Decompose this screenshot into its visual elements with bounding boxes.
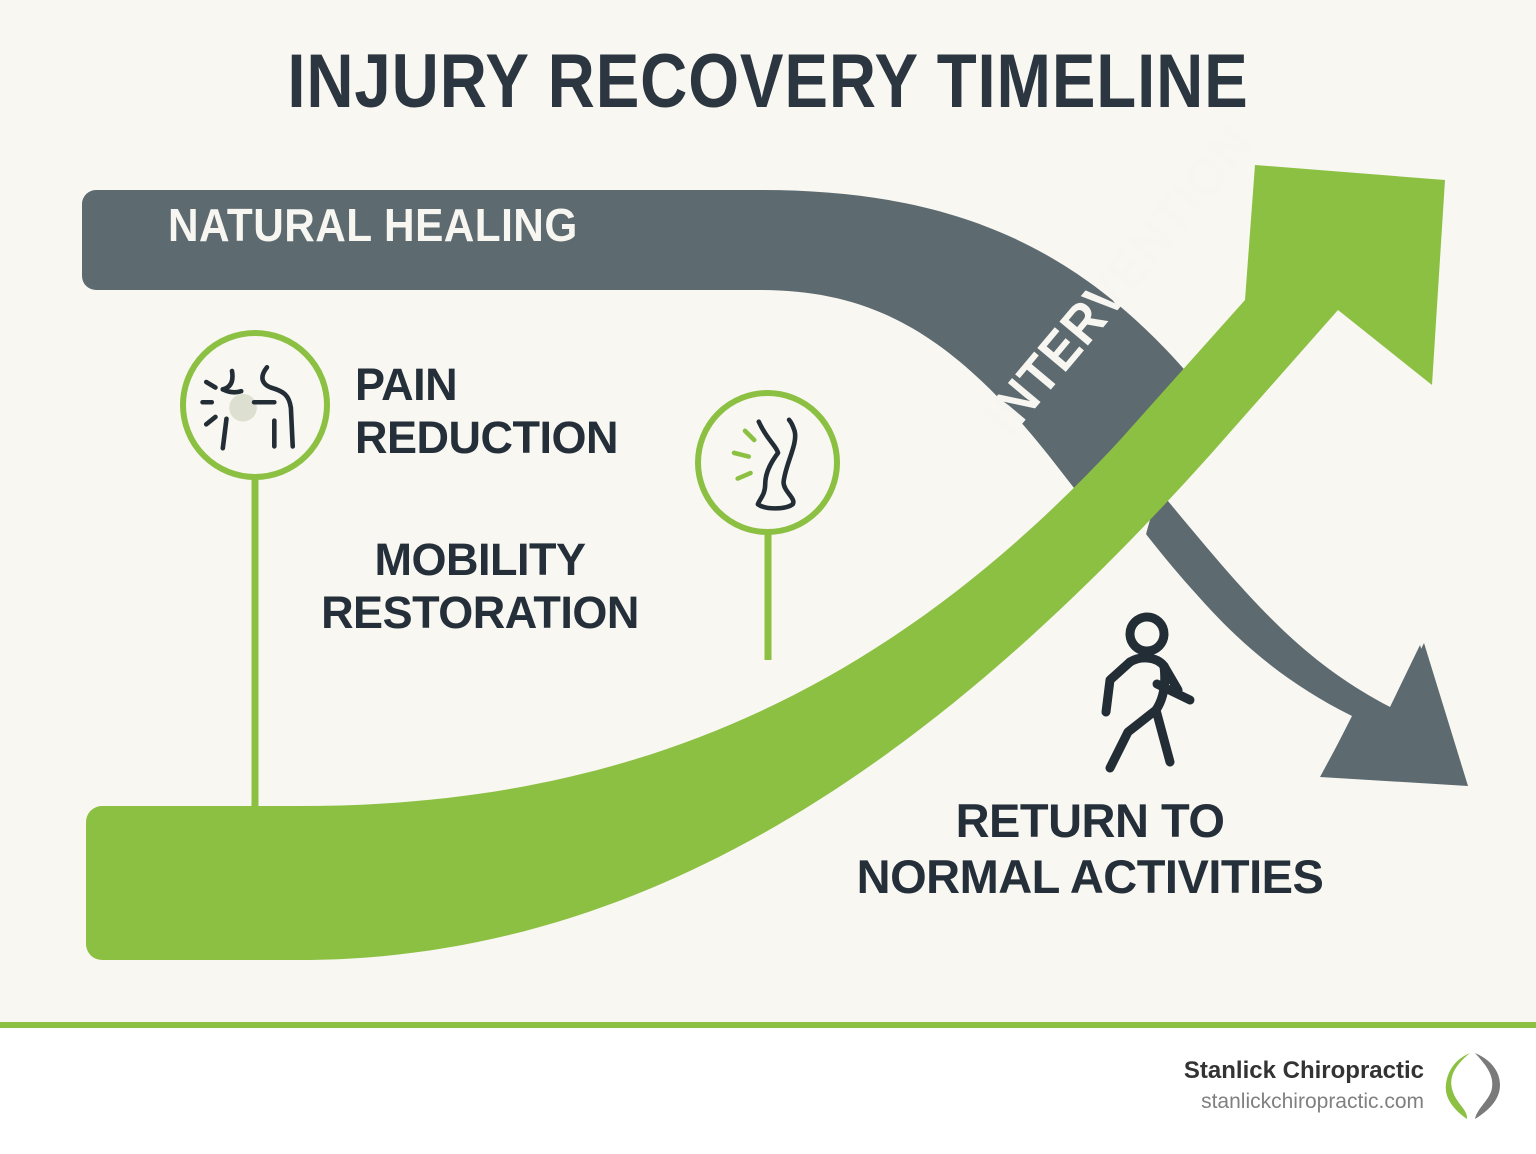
milestone-label-line1: RETURN TO xyxy=(955,794,1225,847)
footer-text-block: Stanlick Chiropractic stanlickchiropract… xyxy=(1184,1055,1424,1117)
brand-website[interactable]: stanlickchiropractic.com xyxy=(1201,1090,1424,1113)
walking-person-icon xyxy=(1101,612,1195,773)
leg-mobility-icon xyxy=(695,390,840,535)
milestone-label-mobility-restoration: MOBILITY RESTORATION xyxy=(275,533,685,639)
natural-healing-arrow xyxy=(82,190,1190,560)
milestone-label-pain-reduction: PAIN REDUCTION xyxy=(355,358,695,464)
milestone-label-line2: RESTORATION xyxy=(321,587,639,638)
stanlick-flame-logo-icon xyxy=(1445,1053,1500,1119)
footer-divider xyxy=(0,1022,1536,1028)
shoulder-pain-icon xyxy=(180,330,330,480)
milestone-label-line2: NORMAL ACTIVITIES xyxy=(856,850,1324,903)
natural-healing-arrowhead xyxy=(1100,468,1468,786)
timeline-arrows-artwork xyxy=(82,165,1468,960)
milestone-label-line2: REDUCTION xyxy=(355,412,619,463)
milestone-label-return-to-normal: RETURN TO NORMAL ACTIVITIES xyxy=(790,793,1390,905)
intervention-arrow xyxy=(86,165,1445,960)
milestone-label-line1: MOBILITY xyxy=(374,534,586,585)
milestone-label-line1: PAIN xyxy=(355,359,458,410)
footer-content: Stanlick Chiropractic stanlickchiropract… xyxy=(1184,1050,1502,1122)
natural-healing-label: NATURAL HEALING xyxy=(168,199,578,251)
brand-name: Stanlick Chiropractic xyxy=(1183,1057,1424,1084)
footer-bar: Stanlick Chiropractic stanlickchiropract… xyxy=(0,1028,1536,1154)
page-title: INJURY RECOVERY TIMELINE xyxy=(287,39,1249,124)
